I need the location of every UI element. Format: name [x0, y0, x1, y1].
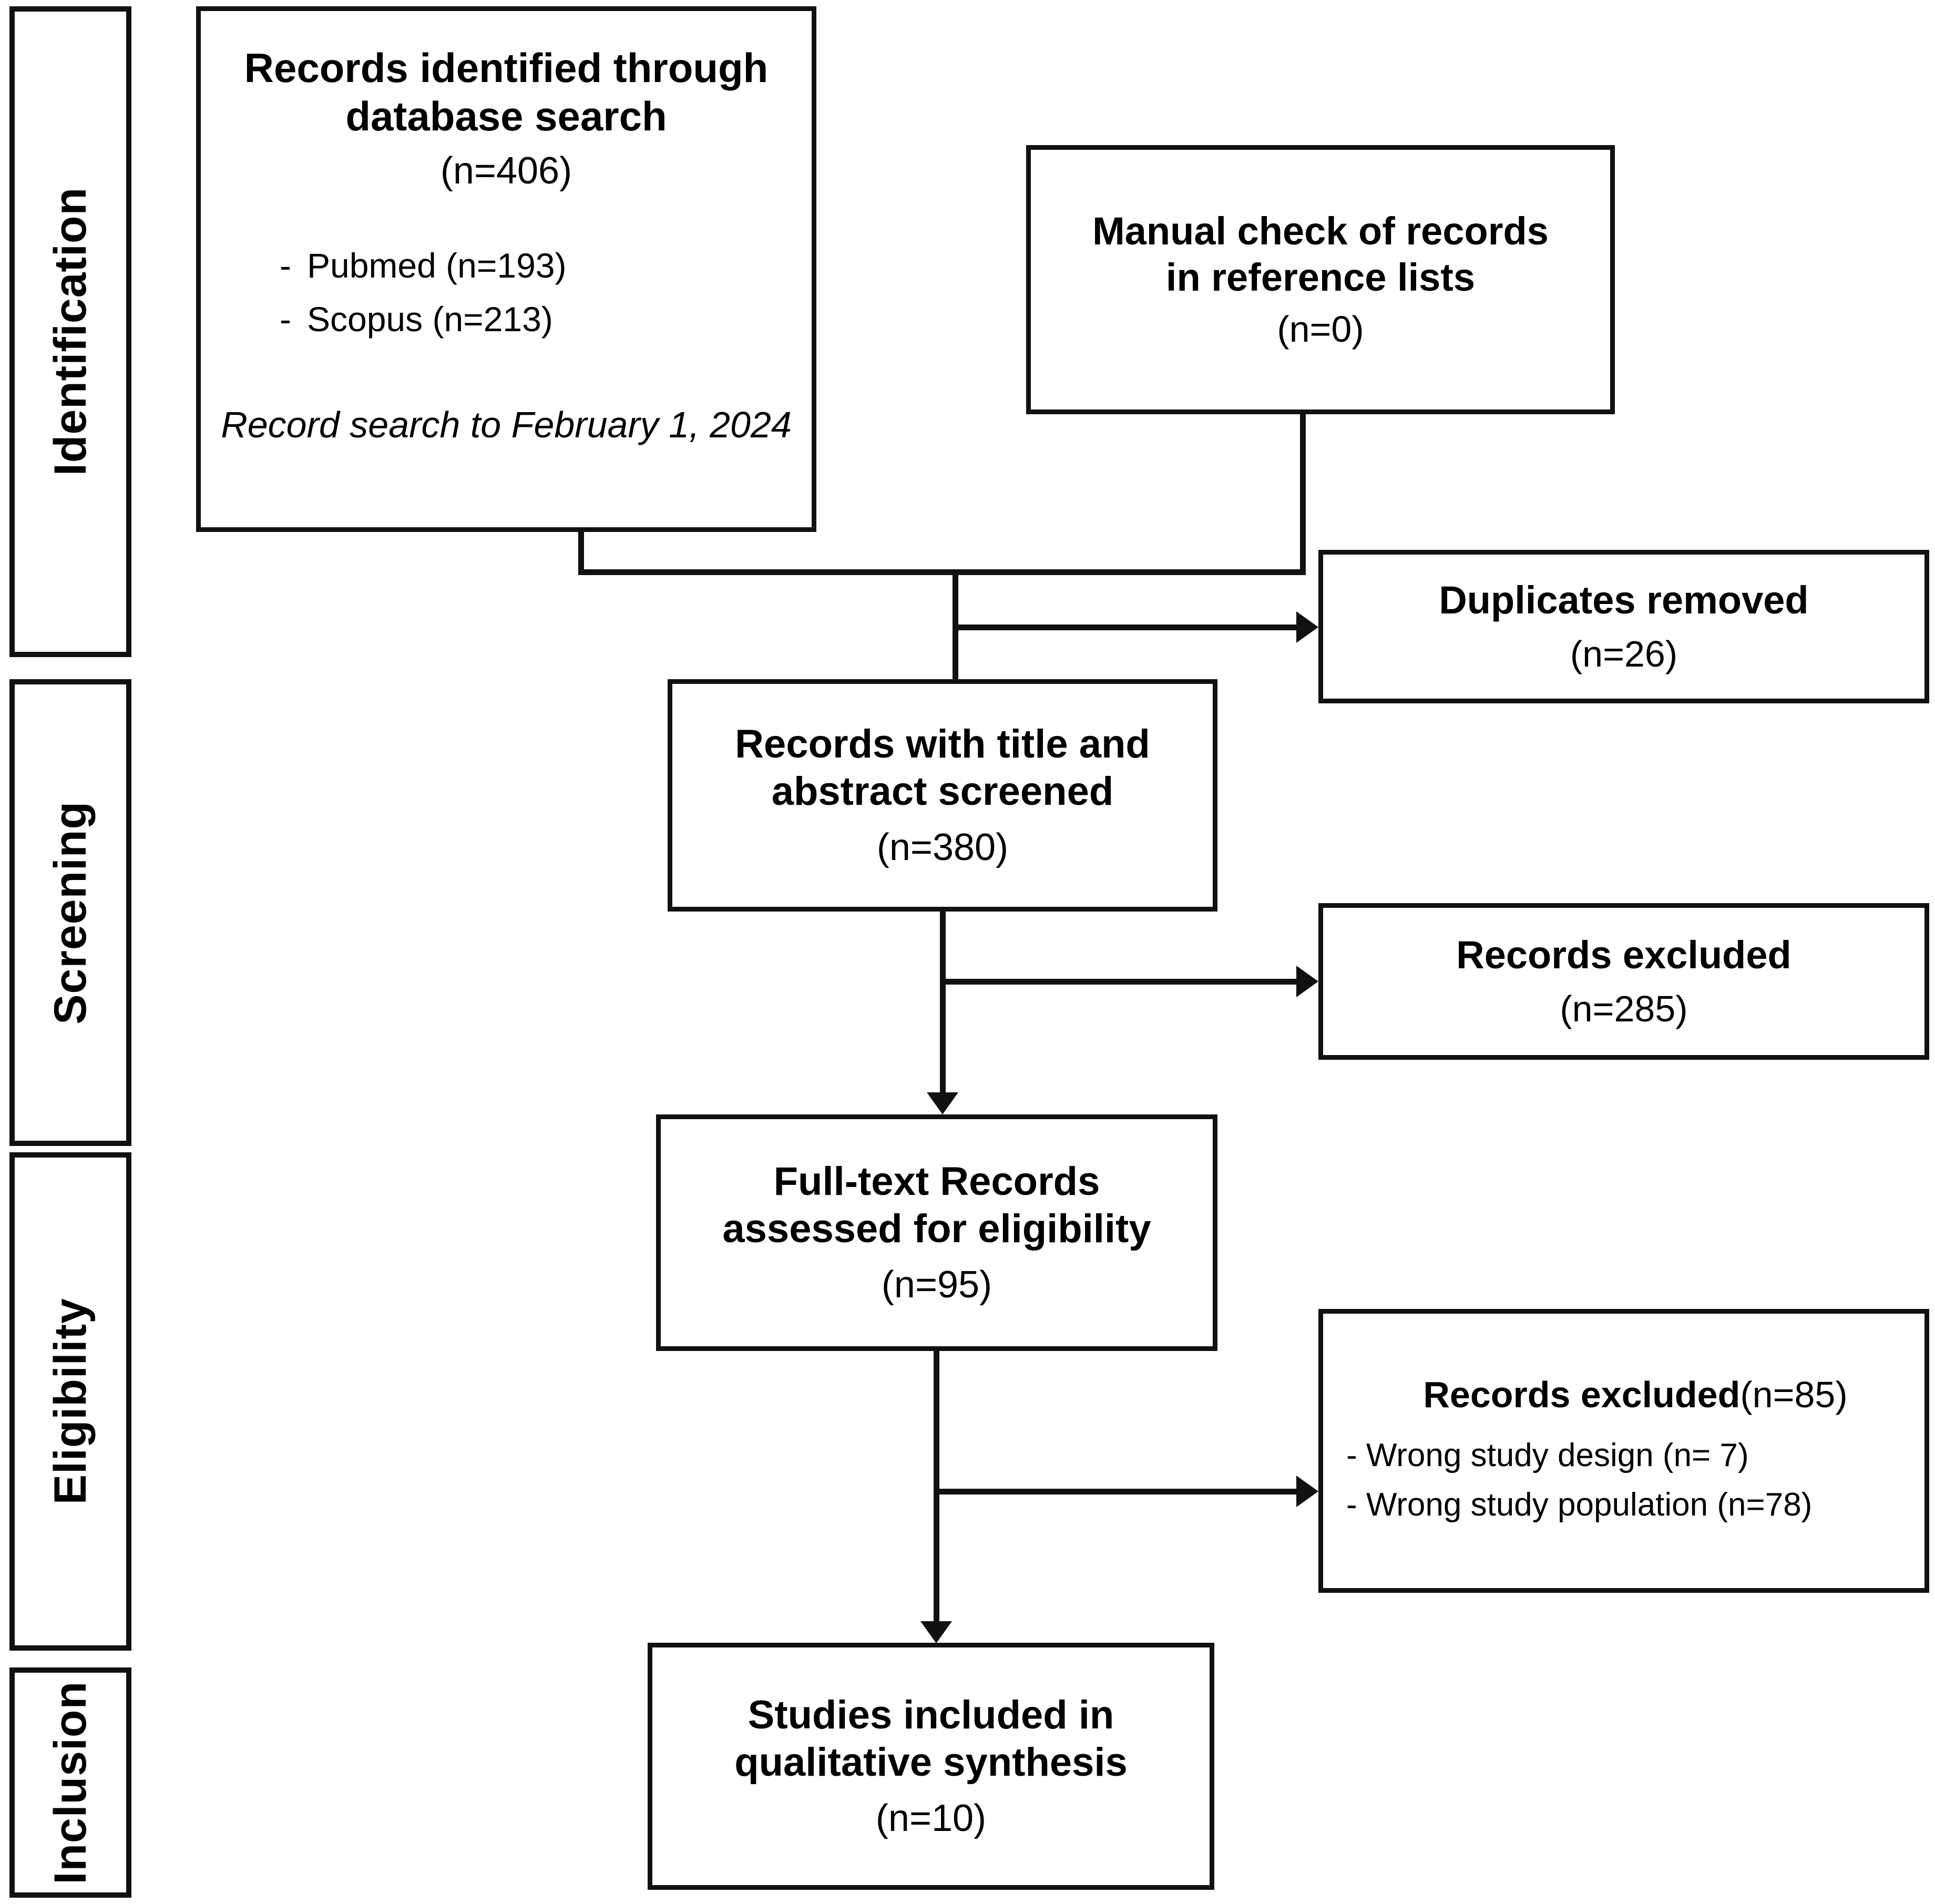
stage-label-screening: Screening [45, 801, 96, 1025]
stage-box-eligibility: Eligibility [9, 1152, 131, 1651]
duplicates-title: Duplicates removed [1439, 578, 1809, 622]
database-source-pubmed: Pubmed (n=193) [307, 246, 567, 285]
database-title-line1: Records identified through [244, 45, 769, 91]
excluded-eligibility-count: (n=85) [1740, 1374, 1848, 1415]
fulltext-title-line1: Full-text Records [773, 1159, 1100, 1204]
screened-title-line2: abstract screened [771, 769, 1114, 814]
stage-box-screening: Screening [9, 679, 131, 1146]
manual-count: (n=0) [1277, 309, 1364, 350]
connector-to-excluded-screening [940, 979, 1297, 985]
excluded-eligibility-header: Records excluded(n=85) [1346, 1374, 1924, 1416]
node-records-excluded-screening: Records excluded (n=285) [1318, 903, 1929, 1060]
included-title-line2: qualitative synthesis [734, 1739, 1128, 1785]
database-title-line2: database search [345, 93, 667, 140]
node-fulltext-assessed: Full-text Records assessed for eligibili… [656, 1114, 1217, 1351]
node-duplicates-removed: Duplicates removed (n=26) [1318, 550, 1929, 703]
screened-count: (n=380) [876, 826, 1009, 869]
arrowhead-to-excluded-screening [1296, 966, 1318, 997]
screened-title-line1: Records with title and [735, 721, 1150, 766]
excluded-screening-count: (n=285) [1560, 988, 1688, 1030]
database-source-item: -Scopus (n=213) [280, 292, 812, 346]
arrowhead-to-fulltext [927, 1092, 958, 1114]
connector-to-excluded-eligibility [934, 1489, 1297, 1494]
manual-title-line2: in reference lists [1165, 255, 1476, 299]
node-records-excluded-eligibility: Records excluded(n=85) - Wrong study des… [1318, 1309, 1929, 1593]
manual-title-line1: Manual check of records [1092, 209, 1549, 253]
database-count: (n=406) [440, 150, 572, 192]
duplicates-count: (n=26) [1570, 633, 1678, 675]
arrowhead-to-excluded-eligibility [1296, 1476, 1318, 1507]
included-title-line1: Studies included in [748, 1692, 1114, 1737]
node-records-screened: Records with title and abstract screened… [668, 679, 1217, 912]
connector-to-duplicates [953, 625, 1297, 630]
stage-box-inclusion: Inclusion [9, 1667, 131, 1898]
arrowhead-to-duplicates [1296, 611, 1318, 643]
node-manual-check-reference-lists: Manual check of records in reference lis… [1026, 145, 1615, 414]
stage-label-eligibility: Eligibility [45, 1298, 96, 1505]
excluded-eligibility-reason-item: - Wrong study design (n= 7) [1346, 1437, 1749, 1473]
database-source-scopus: Scopus (n=213) [307, 300, 553, 339]
stage-label-identification: Identification [45, 187, 96, 476]
connector-fulltext-to-included [934, 1351, 939, 1623]
fulltext-title-line2: assessed for eligibility [722, 1206, 1151, 1251]
connector-manual-to-bus [1300, 413, 1306, 575]
bullet-dash-icon: - [280, 300, 291, 339]
connector-screened-to-fulltext [940, 912, 946, 1094]
arrowhead-to-included [920, 1621, 952, 1643]
connector-identification-bus [578, 569, 1306, 575]
node-records-identified-database: Records identified through database sear… [196, 6, 816, 532]
bullet-dash-icon: - [280, 246, 291, 285]
stage-label-inclusion: Inclusion [45, 1681, 96, 1885]
excluded-eligibility-reason-list: - Wrong study design (n= 7) - Wrong stud… [1346, 1429, 1812, 1528]
connector-database-to-bus [578, 530, 584, 575]
fulltext-count: (n=95) [881, 1264, 992, 1306]
excluded-screening-title: Records excluded [1456, 933, 1791, 977]
included-count: (n=10) [875, 1797, 987, 1840]
database-date-range: Record search to February 1, 2024 [221, 404, 792, 445]
database-source-list: -Pubmed (n=193) -Scopus (n=213) [201, 239, 812, 346]
database-source-item: -Pubmed (n=193) [280, 239, 812, 292]
excluded-eligibility-title: Records excluded [1423, 1374, 1741, 1415]
stage-box-identification: Identification [9, 6, 131, 657]
node-studies-included: Studies included in qualitative synthesi… [648, 1643, 1214, 1890]
excluded-eligibility-reason-item: - Wrong study population (n=78) [1346, 1487, 1813, 1523]
